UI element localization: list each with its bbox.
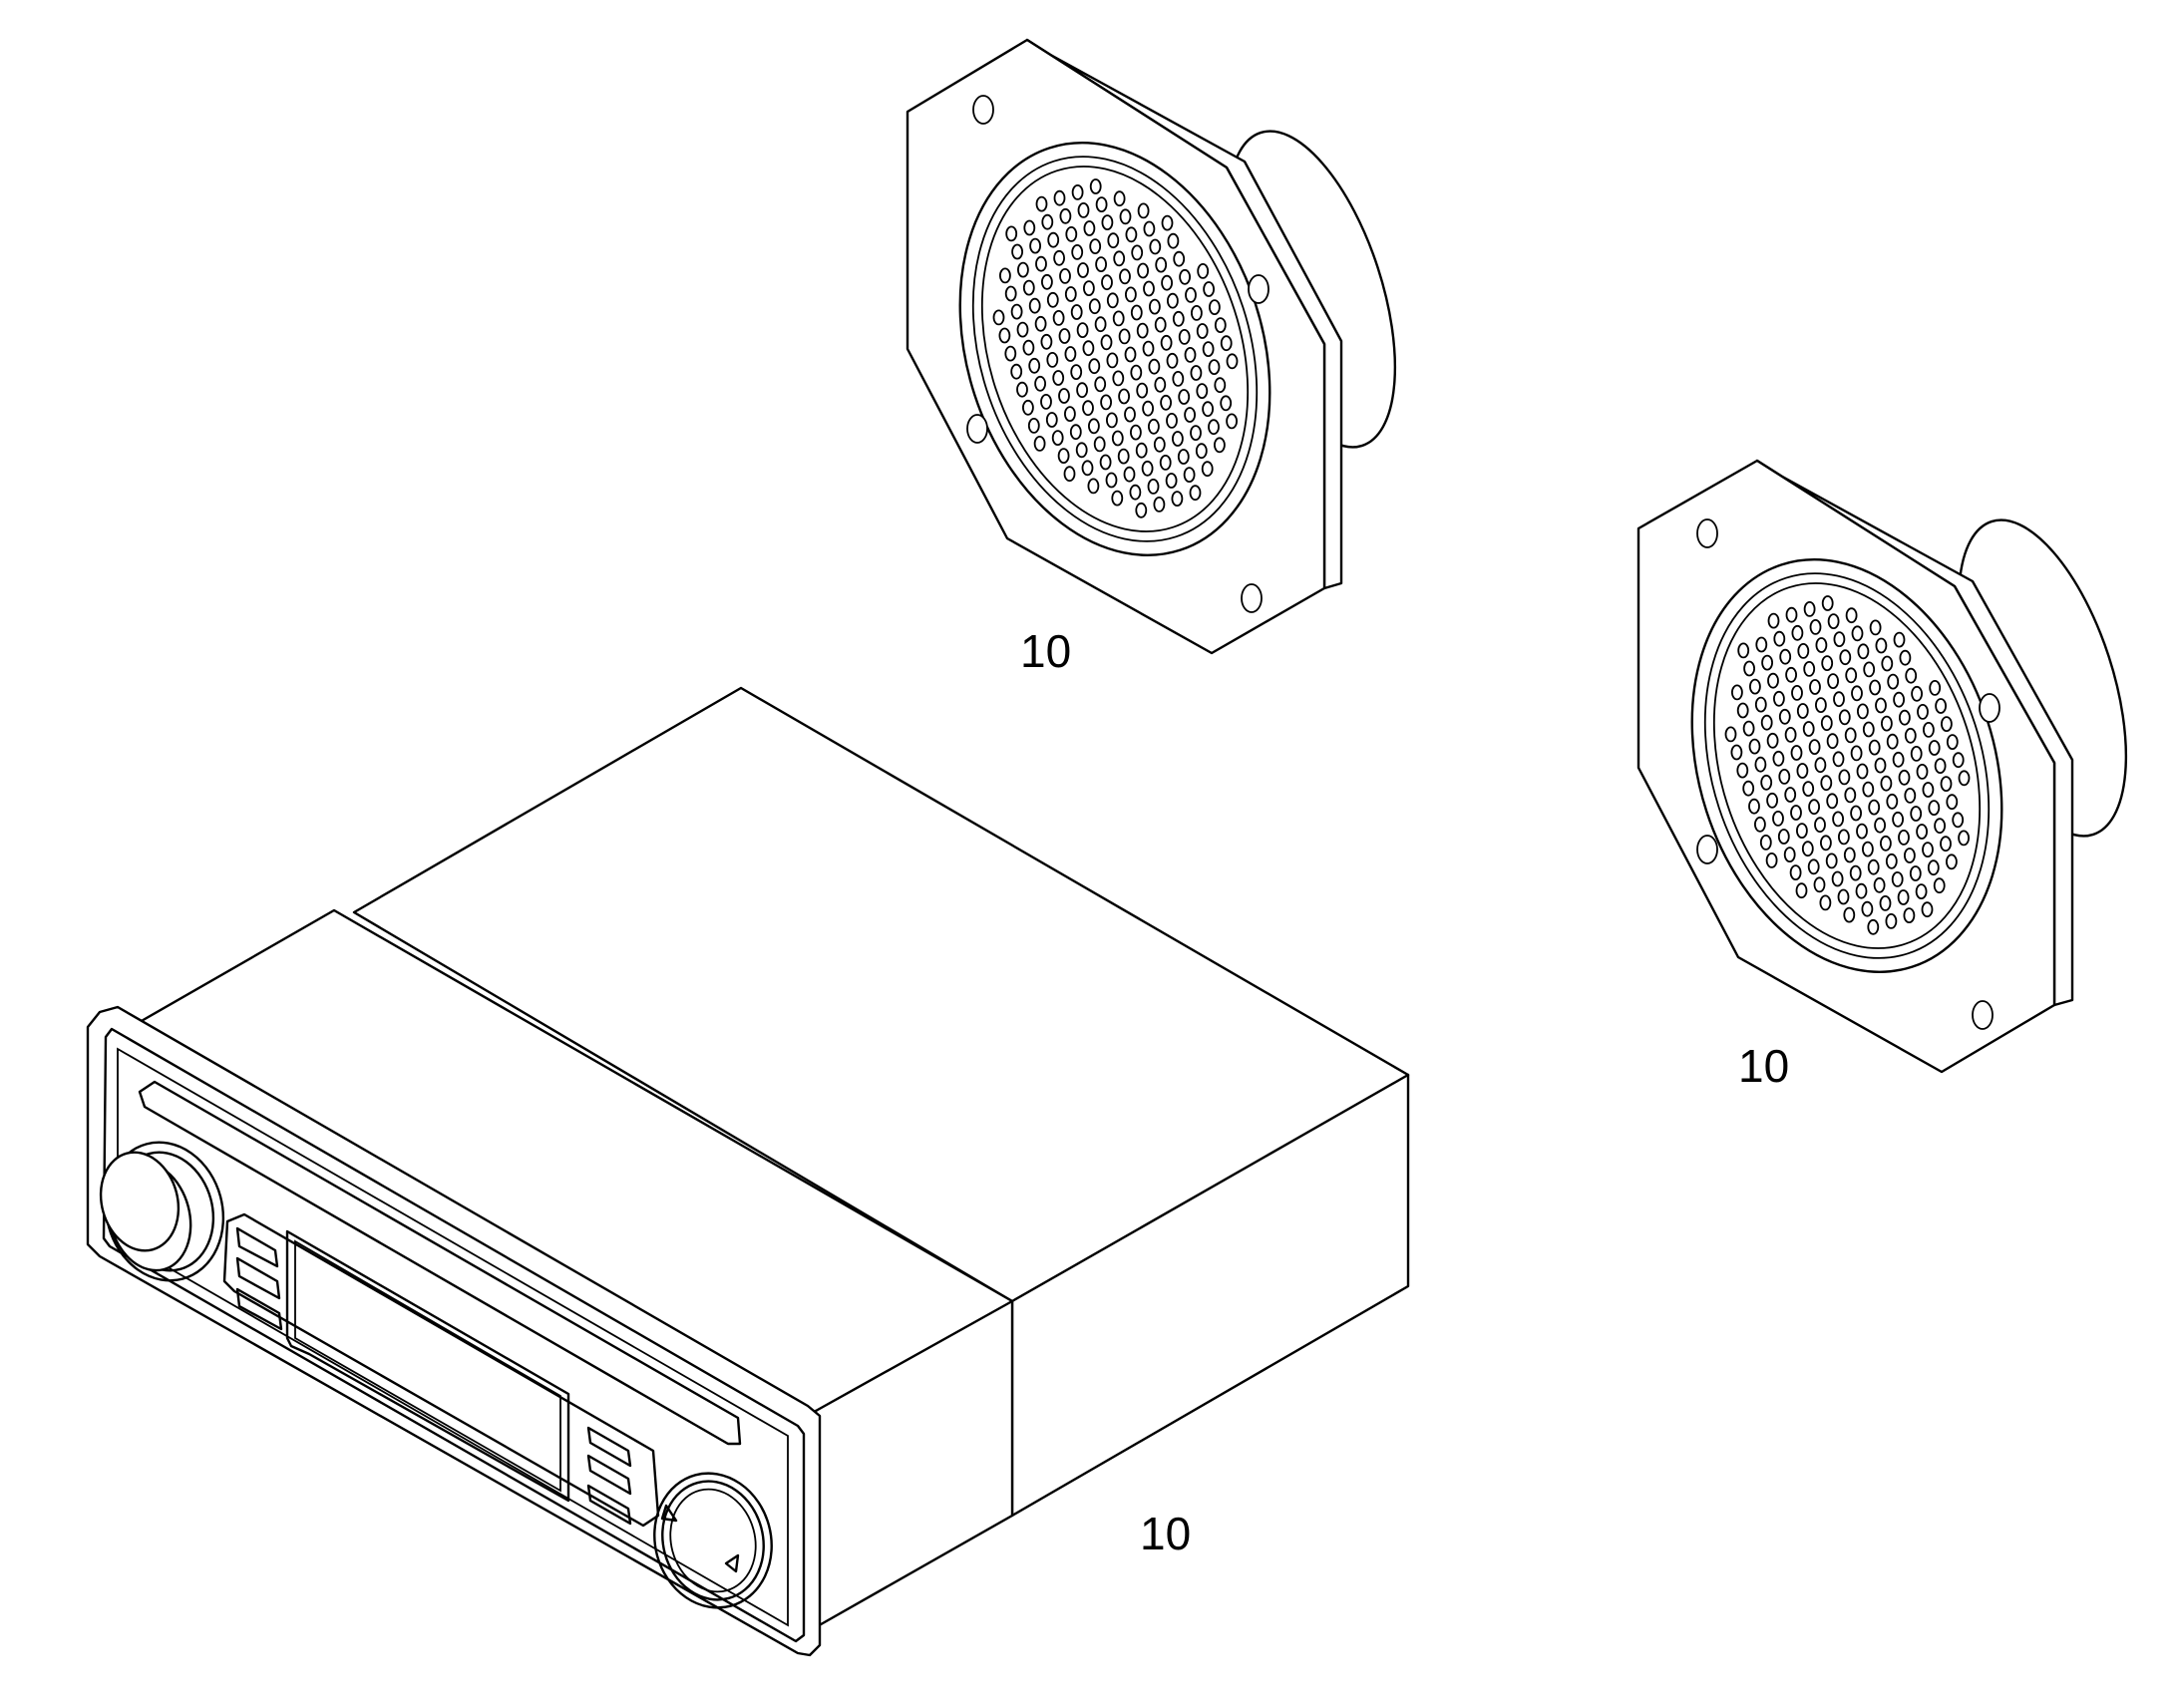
speaker-top-callout: 10 (1020, 625, 1072, 677)
radio-unit-callout: 10 (1140, 1508, 1192, 1559)
speaker-right-callout: 10 (1738, 1040, 1790, 1092)
radio-head-unit-icon (86, 686, 1410, 1657)
speaker-right-icon (1636, 459, 2128, 1074)
speaker-top-icon (906, 38, 1397, 655)
